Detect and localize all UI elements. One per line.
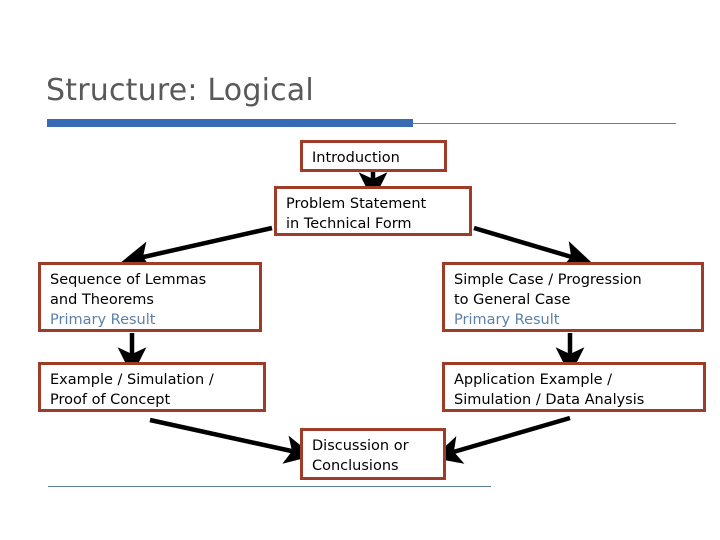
flow-node-sequence-of-lemmas-line-1: Sequence of Lemmas [50, 272, 207, 288]
flow-node-discussion-conclusions[interactable]: Discussion or Conclusions [300, 428, 446, 480]
flow-node-simple-case-line-2: to General Case [454, 292, 571, 308]
edge-application-to-discussion [432, 415, 571, 464]
footer-rule [48, 486, 491, 487]
flow-node-simple-case-primary-result: Primary Result [454, 312, 560, 328]
flow-node-example-simulation-line-2: Proof of Concept [50, 392, 171, 408]
title-accent-bar [47, 119, 413, 127]
flow-node-example-simulation[interactable]: Example / Simulation / Proof of Concept [38, 362, 266, 412]
flow-node-application-example[interactable]: Application Example / Simulation / Data … [442, 362, 706, 412]
flow-node-problem-statement-line-2: in Technical Form [286, 216, 412, 232]
edge-problem-to-lemmas [121, 225, 273, 270]
flow-node-sequence-of-lemmas-primary-result: Primary Result [50, 312, 156, 328]
flow-node-introduction-line-1: Introduction [312, 150, 400, 166]
flow-node-introduction[interactable]: Introduction [300, 140, 447, 172]
flow-node-application-example-line-1: Application Example / [454, 372, 613, 388]
page-title: Structure: Logical [46, 73, 314, 108]
flow-node-sequence-of-lemmas-line-2: and Theorems [50, 292, 154, 308]
flow-node-simple-case[interactable]: Simple Case / Progression to General Cas… [442, 262, 704, 332]
flow-node-sequence-of-lemmas[interactable]: Sequence of Lemmas and Theorems Primary … [38, 262, 262, 332]
flow-node-application-example-line-2: Simulation / Data Analysis [454, 392, 645, 408]
edge-example-to-discussion [149, 417, 314, 464]
edge-problem-to-simple-case [473, 225, 593, 269]
flow-node-problem-statement-line-1: Problem Statement [286, 196, 427, 212]
flow-node-simple-case-line-1: Simple Case / Progression [454, 272, 642, 288]
flow-node-discussion-conclusions-line-2: Conclusions [312, 458, 399, 474]
flow-node-discussion-conclusions-line-1: Discussion or [312, 438, 409, 454]
flow-node-example-simulation-line-1: Example / Simulation / [50, 372, 214, 388]
flow-node-problem-statement[interactable]: Problem Statement in Technical Form [274, 186, 472, 236]
